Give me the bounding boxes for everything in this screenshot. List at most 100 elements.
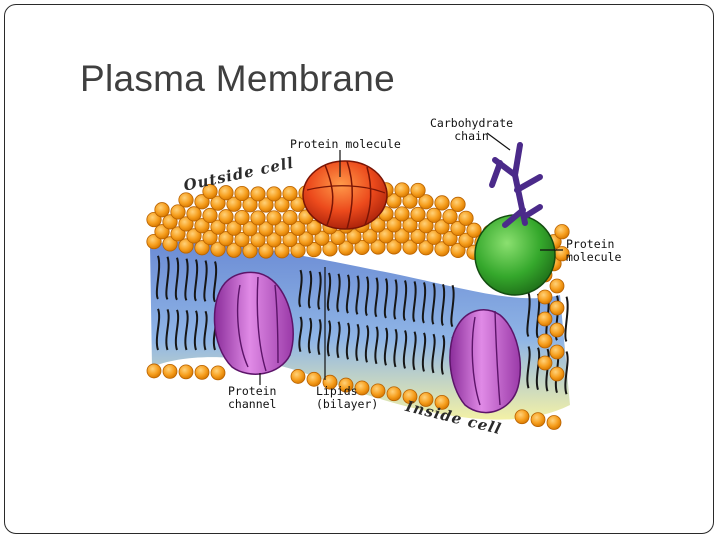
lipid-head [146, 211, 162, 228]
lipid-head [402, 389, 418, 405]
lipid-tail [298, 269, 303, 308]
lipid-head [346, 229, 362, 245]
lipid-head [274, 243, 290, 259]
lipid-head [549, 278, 565, 294]
lipid-tail [412, 331, 417, 371]
lipid-head [378, 228, 394, 244]
lipid-head [434, 241, 450, 257]
lipid-tail [383, 327, 389, 366]
lipid-head [306, 242, 322, 258]
lipid-head [458, 232, 474, 248]
lipid-head [266, 186, 282, 202]
lipid-head [226, 196, 242, 212]
lipid-head [330, 229, 346, 246]
lipid-tail [554, 295, 560, 341]
lipid-head [186, 228, 202, 244]
lipid-head [194, 194, 210, 210]
lipid-head [537, 355, 553, 371]
lipid-tails [155, 255, 569, 395]
label-protein-molecule-top: Protein molecule [290, 137, 401, 151]
lipid-head [450, 196, 466, 213]
lipid-tail [212, 261, 218, 303]
lipid-head [290, 220, 306, 236]
lipid-head [178, 238, 194, 254]
lipid-head [266, 210, 282, 226]
lipid-head [322, 241, 338, 257]
lipid-head [258, 221, 274, 237]
lipid-head [402, 217, 418, 233]
lipid-head [394, 182, 410, 198]
lipid-head [282, 185, 298, 202]
lipid-head [418, 218, 434, 234]
lipid-head [537, 289, 553, 305]
lipid-head [354, 239, 370, 256]
lipid-head [178, 364, 194, 380]
lipid-head [202, 207, 218, 224]
lipid-head [210, 195, 226, 211]
lipid-tail [440, 283, 446, 326]
lipid-tail [165, 256, 170, 300]
lipid-head [434, 195, 450, 211]
lipid-head [170, 204, 186, 220]
protein-molecule-red [302, 160, 388, 230]
lipid-tail [564, 351, 569, 395]
lipid-tail [184, 309, 189, 351]
lipid-head [250, 210, 266, 226]
lipid-tail [326, 320, 332, 357]
lipid-head [226, 242, 242, 258]
lipid-head [178, 216, 194, 232]
lipid-head [514, 409, 530, 425]
lipid-head [370, 217, 386, 233]
leader-lines [259, 132, 563, 385]
lipid-tail [307, 270, 313, 309]
lipid-tail [450, 284, 455, 328]
protein-channel-left [213, 271, 294, 375]
lipid-head [306, 371, 322, 387]
lipid-tail [155, 308, 161, 351]
lipid-head [426, 229, 442, 245]
lipid-head [146, 363, 162, 379]
lipid-tail [193, 259, 199, 302]
lipid-tail [526, 292, 531, 338]
lipid-head [450, 242, 466, 259]
lipid-head [418, 240, 434, 256]
lipid-head [258, 197, 274, 213]
lipid-head [458, 210, 474, 226]
lipid-head [426, 207, 442, 223]
lipid-head [234, 209, 250, 226]
lipid-tail [174, 309, 180, 351]
lipid-head [549, 366, 565, 382]
lipid-head [370, 239, 386, 255]
lipid-head [410, 182, 426, 199]
lipid-head [146, 233, 162, 250]
lipid-head [298, 231, 314, 247]
lipid-head [554, 224, 570, 240]
lipid-head [410, 228, 426, 245]
inner-lipid-heads [146, 363, 562, 430]
lipid-head [202, 229, 218, 246]
lipid-head [530, 412, 546, 428]
lipid-head [402, 193, 418, 209]
lipid-tail [412, 281, 417, 323]
lipid-head [354, 380, 370, 396]
lipid-tail [165, 309, 170, 351]
lipid-head [394, 206, 410, 222]
label-carbohydrate-chain: Carbohydrate chain [430, 116, 514, 143]
plasma-membrane-diagram: Carbohydrate chain Protein molecule Prot… [140, 105, 640, 450]
lipid-head [537, 333, 553, 349]
lipid-tail [526, 346, 531, 389]
lipid-head [170, 226, 186, 242]
lipid-head [314, 230, 330, 246]
lipid-tail [374, 277, 379, 318]
label-lipids-bilayer: Lipids (bilayer) [316, 384, 379, 411]
lipid-head [466, 222, 482, 238]
lipid-head [290, 242, 306, 258]
lipid-head [162, 214, 178, 230]
carbohydrate-chain [489, 142, 543, 228]
lipid-head [194, 240, 210, 256]
lipid-tail [535, 347, 541, 390]
lipid-head [242, 243, 258, 259]
lipid-head [154, 202, 170, 218]
lipid-tail [364, 325, 370, 363]
lipid-tail [421, 332, 427, 372]
